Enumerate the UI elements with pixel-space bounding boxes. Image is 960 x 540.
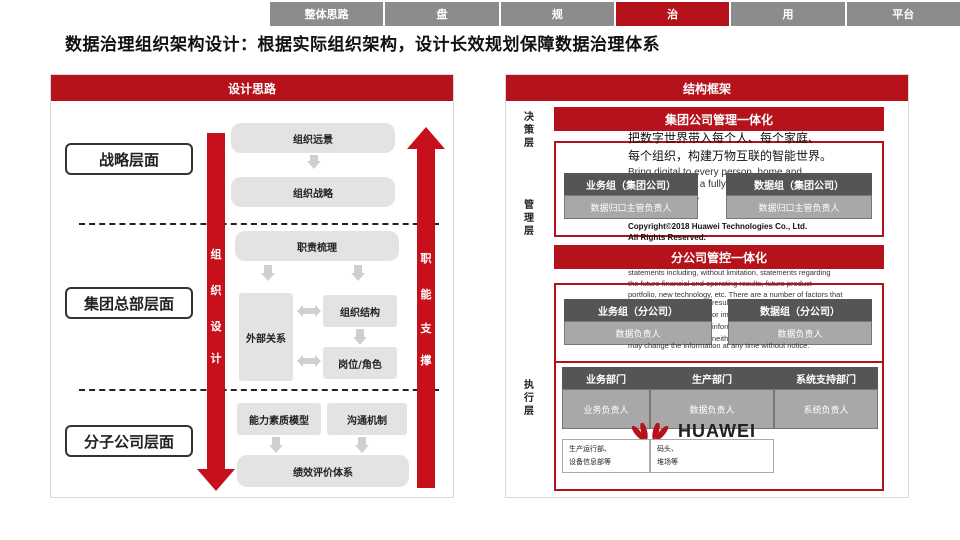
overlay-line: Bring digital to every person, home and <box>628 167 802 178</box>
communication-box: 沟通机制 <box>327 403 407 435</box>
overlay-line: 每个组织，构建万物互联的智能世界。 <box>628 149 833 163</box>
external-relations-box: 外部关系 <box>239 293 293 381</box>
support-arrow-shaft <box>417 148 435 488</box>
label-char: 层 <box>524 406 534 417</box>
note-line: 设备信息部等 <box>569 458 611 466</box>
note-production: 生产运行部、 设备信息部等 <box>562 439 650 473</box>
sub-business-cell: 数据负责人 <box>564 321 712 345</box>
dept-production-cell: 数据负责人 <box>650 389 774 429</box>
design-arrow-head <box>197 469 235 491</box>
tab-platform[interactable]: 平台 <box>846 2 960 26</box>
label-char: 决 <box>524 112 534 123</box>
page-title: 数据治理组织架构设计：根据实际组织架构，设计长效规划保障数据治理体系 <box>65 35 660 55</box>
design-arrow-char: 组 <box>210 248 222 261</box>
group-business-cell: 数据归口主管负责人 <box>564 195 698 219</box>
design-approach-panel: 设计思路 战略层面 集团总部层面 分子公司层面 组 织 设 计 职 能 支 撑 … <box>50 74 454 498</box>
overlay-disclaimer-end: may change the information at any time w… <box>628 341 810 350</box>
down-arrow-icon <box>261 265 275 281</box>
sub-business-head: 业务组（分公司） <box>564 299 712 321</box>
execution-layer-label: 执 行 层 <box>522 379 536 418</box>
structure-framework-panel: 结构框架 决 策 层 管 理 层 执 行 层 集团公司管理一体化 把数字世界带入… <box>505 74 909 498</box>
label-char: 管 <box>524 200 534 211</box>
overlay-line: organization for a fully connected, <box>628 179 778 190</box>
overlay-line: All Rights Reserved. <box>628 233 706 242</box>
overlay-line: portfolio, new technology, etc. There ar… <box>628 290 843 299</box>
overlay-line: results <box>712 298 735 307</box>
design-arrow-char: 设 <box>210 320 222 333</box>
performance-box: 绩效评价体系 <box>237 455 409 487</box>
org-structure-box: 组织结构 <box>323 295 397 327</box>
group-business-head: 业务组（集团公司） <box>564 173 698 195</box>
group-title-bar: 集团公司管理一体化 <box>554 107 884 131</box>
divider <box>79 389 439 391</box>
huawei-logo-icon <box>631 423 669 441</box>
label-char: 行 <box>524 393 534 404</box>
design-arrow-char: 织 <box>210 284 222 297</box>
overlay-line: Copyright©2018 Huawei Technologies Co., … <box>628 222 808 231</box>
overlay-line: neither <box>712 334 735 343</box>
huawei-logo-text: HUAWEI <box>678 421 756 441</box>
design-arrow-char: 计 <box>210 352 222 365</box>
support-arrow-char: 职 <box>420 252 432 265</box>
note-line: 生产运行部、 <box>569 445 611 453</box>
overlay-line: statements including, without limitation… <box>628 268 831 277</box>
duties-box: 职责梳理 <box>235 231 399 261</box>
double-arrow-icon <box>297 355 321 367</box>
layer-subsidiary: 分子公司层面 <box>65 425 193 457</box>
overlay-text: 把数字世界带入每个人、每个家庭、 每个组织，构建万物互联的智能世界。 <box>628 129 832 165</box>
dept-business-head: 业务部门 <box>562 367 650 389</box>
down-arrow-icon <box>269 437 283 453</box>
sub-title-bar: 分公司管控一体化 <box>554 245 884 269</box>
down-arrow-icon <box>351 265 365 281</box>
panel-header: 设计思路 <box>51 75 453 101</box>
panel-header: 结构框架 <box>506 75 908 101</box>
group-data-cell: 数据归口主管负责人 <box>726 195 872 219</box>
down-arrow-icon <box>355 437 369 453</box>
dept-production-head: 生产部门 <box>650 367 774 389</box>
note-line: 码头、 <box>657 445 678 453</box>
divider <box>79 223 439 225</box>
overlay-copyright: Copyright©2018 Huawei Technologies Co., … <box>628 221 807 243</box>
decision-layer-label: 决 策 层 <box>522 111 536 150</box>
dept-system-cell: 系统负责人 <box>774 389 878 429</box>
design-arrow-shaft <box>207 133 225 473</box>
top-nav: 整体思路 盘 规 治 用 平台 <box>270 2 960 26</box>
support-arrow-char: 支 <box>420 322 432 335</box>
overlay-line: 把数字世界带入每个人、每个家庭、 <box>628 131 821 145</box>
support-arrow-head <box>407 127 445 149</box>
group-data-head: 数据组（集团公司） <box>726 173 872 195</box>
exec-frame <box>554 361 884 491</box>
org-vision-box: 组织远景 <box>231 123 395 153</box>
label-char: 层 <box>524 226 534 237</box>
competency-model-box: 能力素质模型 <box>237 403 321 435</box>
note-terminal: 码头、 堆场等 <box>650 439 774 473</box>
dept-system-head: 系统支持部门 <box>774 367 878 389</box>
label-char: 执 <box>524 380 534 391</box>
org-strategy-box: 组织战略 <box>231 177 395 207</box>
post-role-box: 岗位/角色 <box>323 347 397 379</box>
label-char: 策 <box>524 125 534 136</box>
sub-data-head: 数据组（分公司） <box>728 299 872 321</box>
note-line: 堆场等 <box>657 458 678 466</box>
double-arrow-icon <box>297 305 321 317</box>
tab-overall[interactable]: 整体思路 <box>270 2 384 26</box>
dept-business-cell: 业务负责人 <box>562 389 650 429</box>
management-layer-label: 管 理 层 <box>522 199 536 238</box>
group-frame <box>554 141 884 237</box>
down-arrow-icon <box>307 155 321 169</box>
tab-inventory[interactable]: 盘 <box>385 2 499 26</box>
sub-data-cell: 数据负责人 <box>728 321 872 345</box>
label-char: 理 <box>524 213 534 224</box>
tab-governance[interactable]: 治 <box>615 2 730 26</box>
layer-group-hq: 集团总部层面 <box>65 287 193 319</box>
layer-strategy: 战略层面 <box>65 143 193 175</box>
support-arrow-char: 撑 <box>420 354 432 367</box>
support-arrow-char: 能 <box>420 288 432 301</box>
tab-standards[interactable]: 规 <box>500 2 614 26</box>
label-char: 层 <box>524 138 534 149</box>
tab-usage[interactable]: 用 <box>731 2 845 26</box>
down-arrow-icon <box>353 329 367 345</box>
